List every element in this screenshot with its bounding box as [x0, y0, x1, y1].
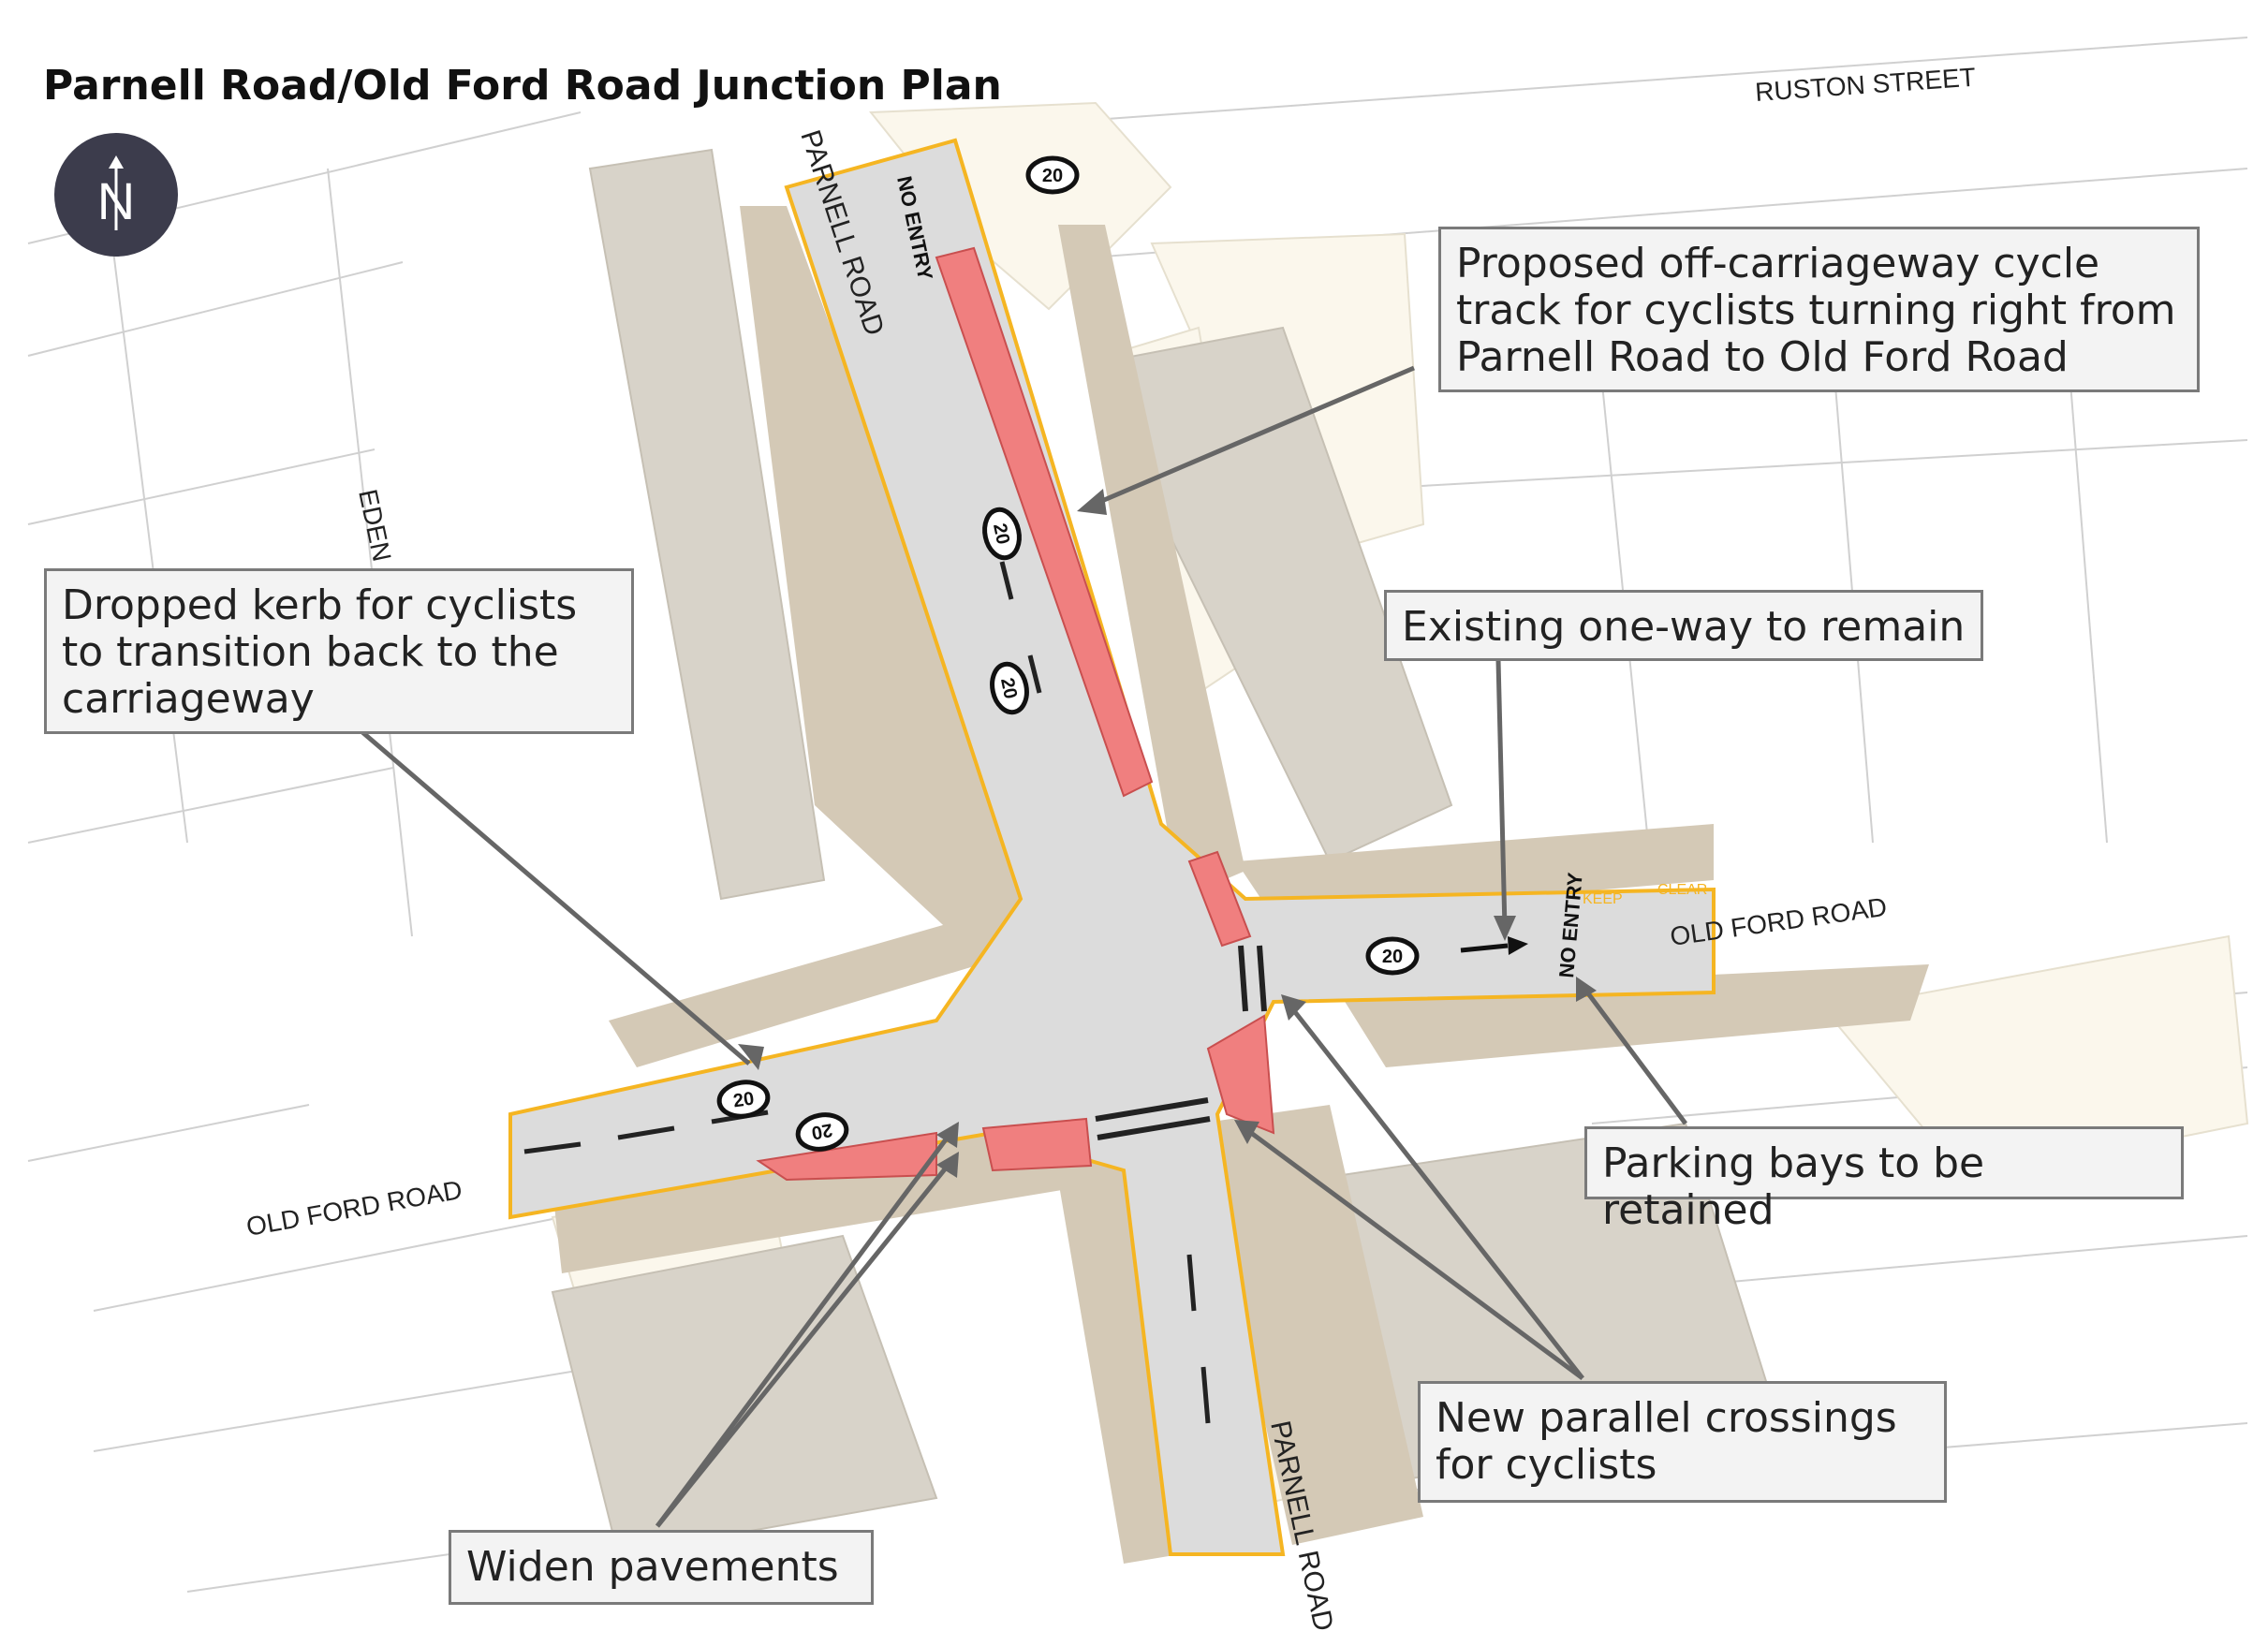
- svg-text:20: 20: [1382, 947, 1403, 967]
- callout-off-carriageway-cycle-track: Proposed off-carriageway cycle track for…: [1438, 227, 2200, 392]
- parallel-crossing-markings: [1095, 945, 1267, 1140]
- north-badge: N: [54, 133, 178, 257]
- callout-dropped-kerb: Dropped kerb for cyclists to transition …: [44, 568, 634, 734]
- svg-text:20: 20: [810, 1119, 834, 1143]
- svg-text:20: 20: [1042, 166, 1063, 186]
- callout-parking-bays: Parking bays to be retained: [1584, 1126, 2184, 1234]
- lane-markings: [523, 561, 1211, 1424]
- keep-marking: KEEP: [1583, 891, 1623, 907]
- clear-marking: CLEAR: [1657, 882, 1707, 898]
- north-arrow-icon: N: [97, 155, 135, 230]
- one-way-arrow-icon: [1460, 936, 1528, 955]
- speed-roundels: 20 20 20 20 20 20: [716, 155, 1420, 1152]
- callout-parallel-crossings: New parallel crossings for cyclists: [1418, 1381, 1947, 1503]
- cycle-tracks: [756, 246, 1275, 1182]
- callout-leaders: [361, 365, 1688, 1528]
- svg-text:20: 20: [732, 1089, 756, 1112]
- callout-existing-one-way: Existing one-way to remain: [1384, 590, 1983, 661]
- svg-text:20: 20: [989, 522, 1013, 546]
- callout-widen-pavements: Widen pavements: [449, 1530, 874, 1605]
- north-letter: N: [97, 171, 135, 230]
- callout-arrowheads: [738, 489, 1597, 1178]
- page-title: Parnell Road/Old Ford Road Junction Plan: [43, 62, 1002, 110]
- svg-text:20: 20: [996, 676, 1021, 700]
